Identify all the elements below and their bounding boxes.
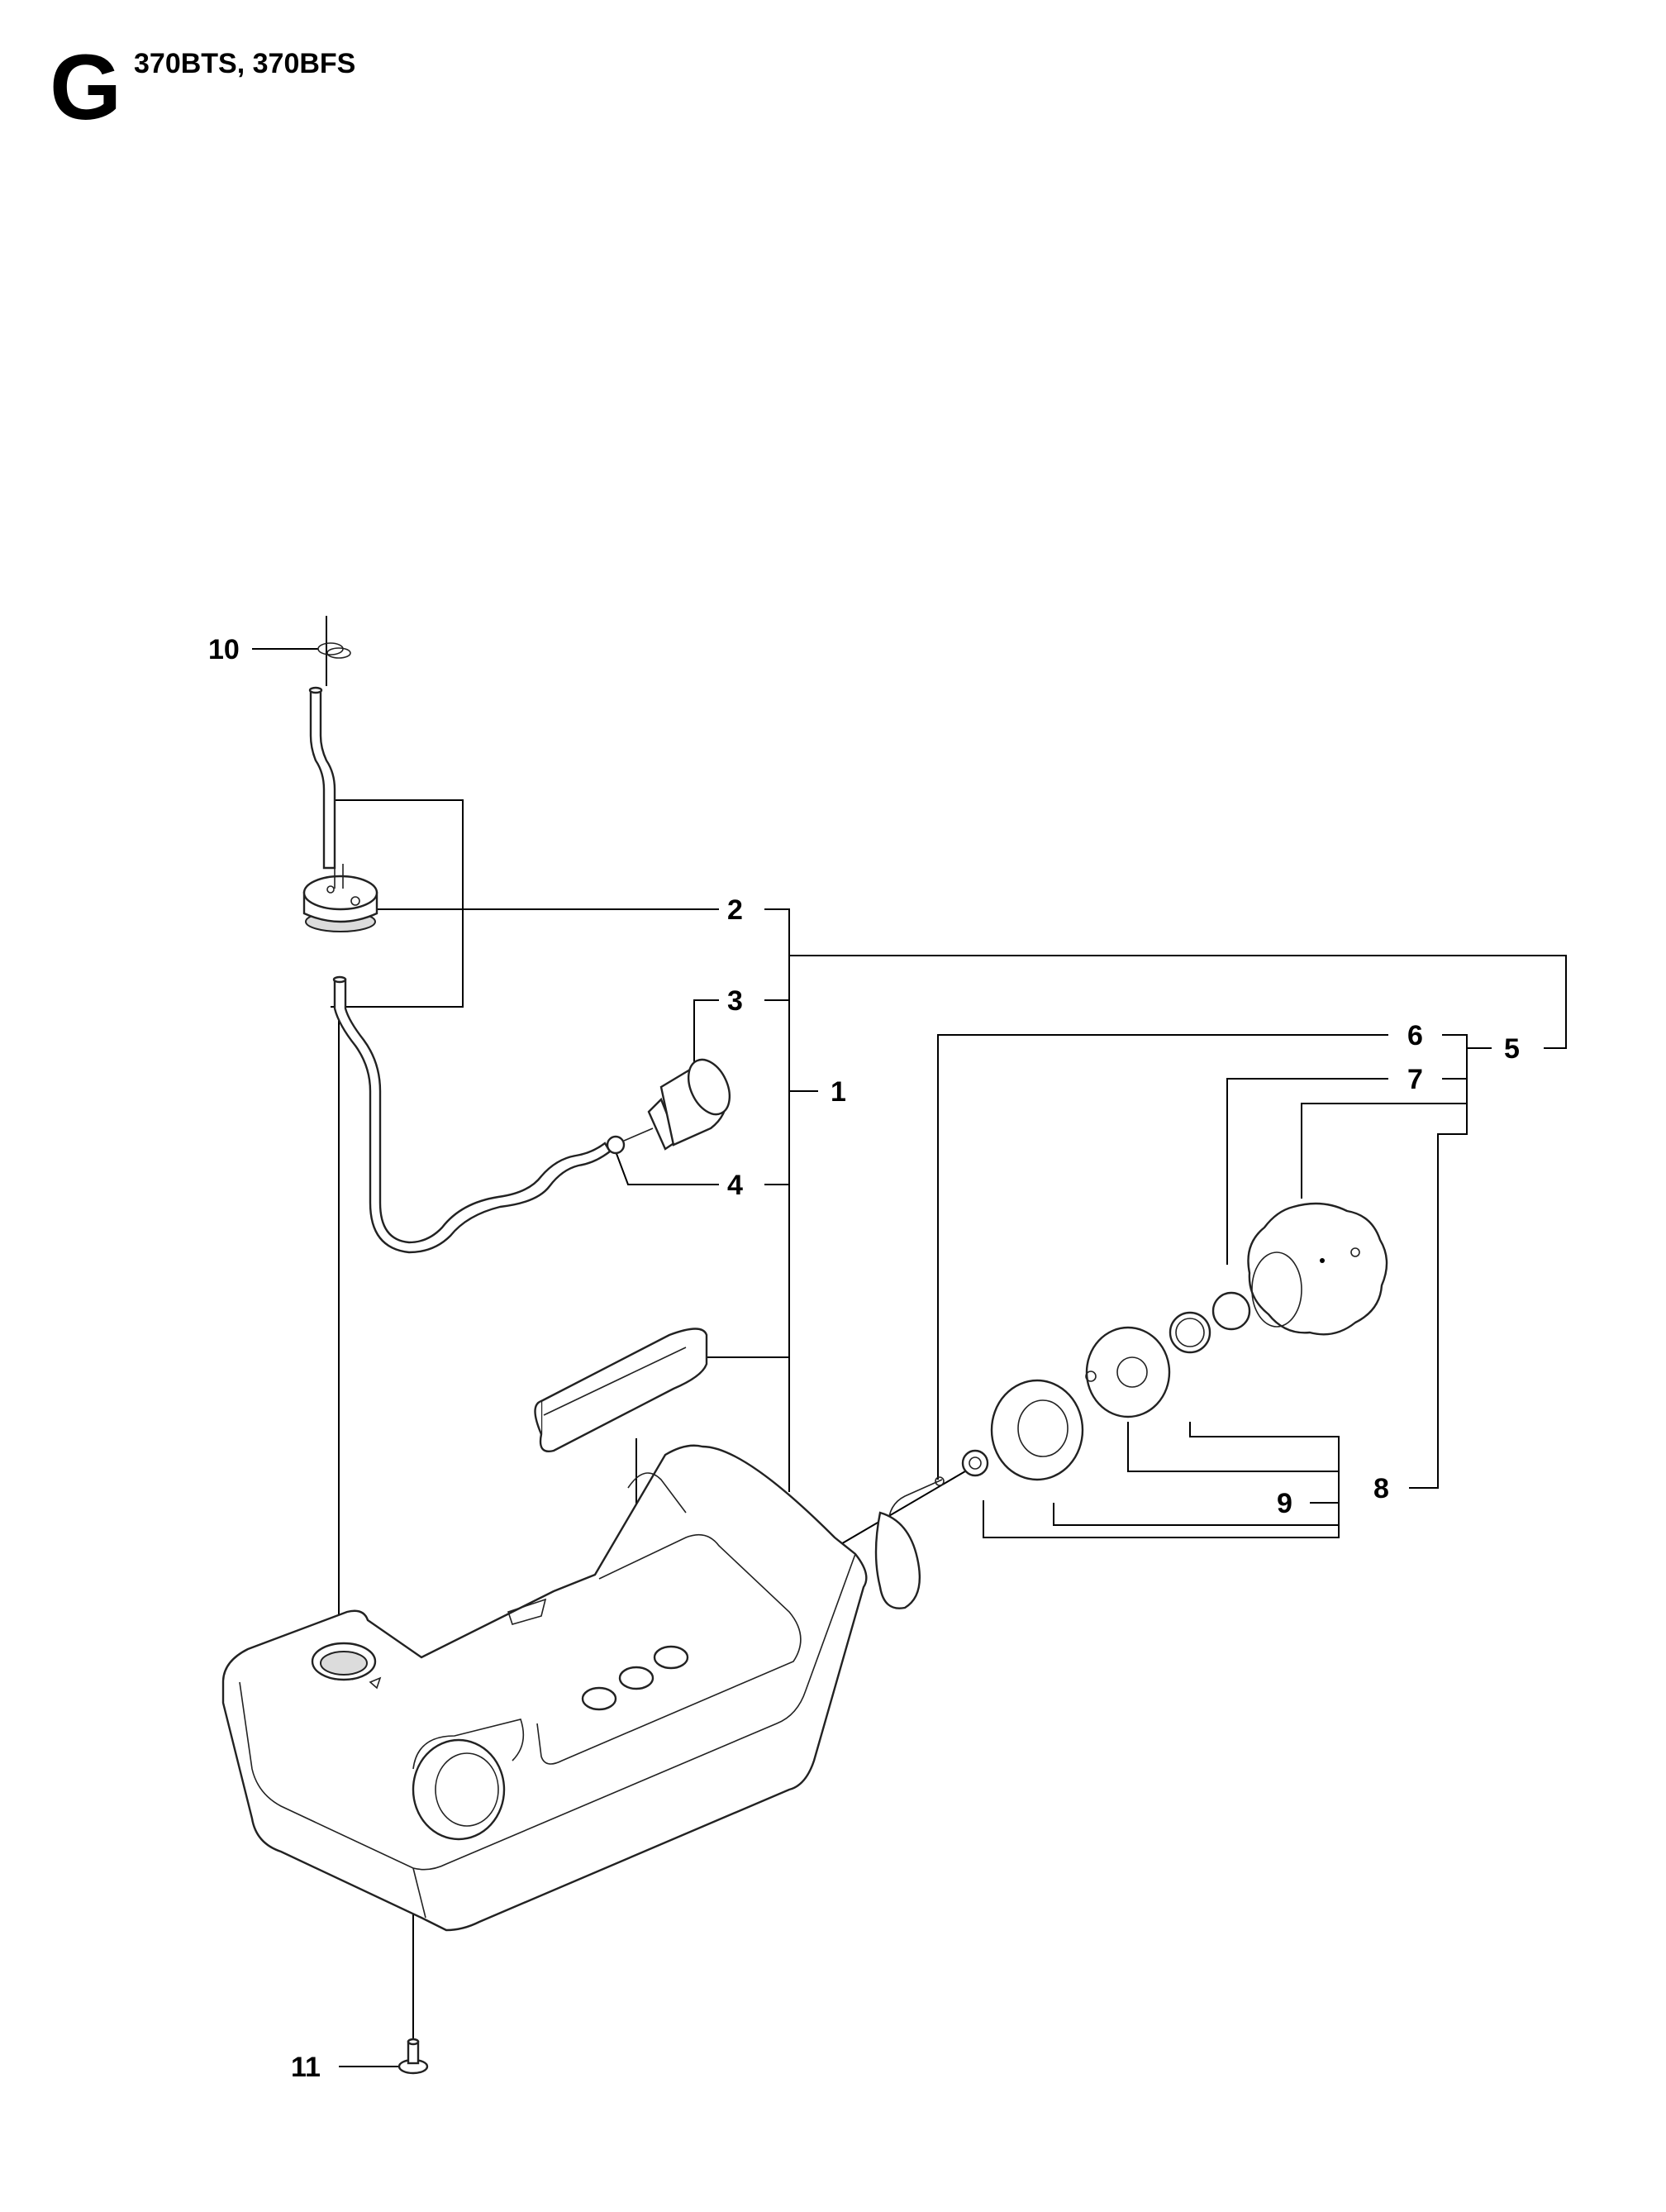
callout-labels: 1 2 3 4 5 6 7 8 9 10 11 bbox=[208, 634, 1520, 2083]
section-letter: G bbox=[50, 36, 122, 139]
callout-8: 8 bbox=[1373, 1473, 1389, 1504]
fuel-hose-upper bbox=[308, 686, 336, 870]
grommet bbox=[302, 864, 378, 932]
cap-washer bbox=[961, 1449, 989, 1477]
model-title: 370BTS, 370BFS bbox=[134, 48, 356, 79]
cap-retainer bbox=[1169, 1311, 1211, 1354]
tank-screw bbox=[397, 2038, 429, 2075]
callout-4: 4 bbox=[727, 1170, 743, 1201]
cap-strap bbox=[874, 1476, 945, 1609]
callout-7: 7 bbox=[1407, 1064, 1423, 1095]
filler-cap bbox=[1247, 1202, 1388, 1336]
fuel-filter bbox=[606, 1058, 731, 1155]
callout-6: 6 bbox=[1407, 1020, 1423, 1051]
callout-2: 2 bbox=[727, 894, 743, 926]
cap-seal bbox=[1085, 1326, 1171, 1418]
cap-gasket bbox=[990, 1379, 1084, 1481]
grip-pad bbox=[534, 1328, 708, 1452]
filter-disc bbox=[1211, 1291, 1251, 1331]
callout-11: 11 bbox=[291, 2052, 321, 2083]
callout-10: 10 bbox=[208, 634, 240, 665]
fuel-tank bbox=[221, 1444, 868, 1932]
callout-3: 3 bbox=[727, 985, 743, 1017]
callout-1: 1 bbox=[831, 1076, 846, 1108]
callout-9: 9 bbox=[1277, 1488, 1292, 1519]
fuel-hose-lower bbox=[332, 975, 612, 1254]
callout-5: 5 bbox=[1504, 1033, 1520, 1065]
fuel-filter-ring bbox=[317, 642, 351, 659]
